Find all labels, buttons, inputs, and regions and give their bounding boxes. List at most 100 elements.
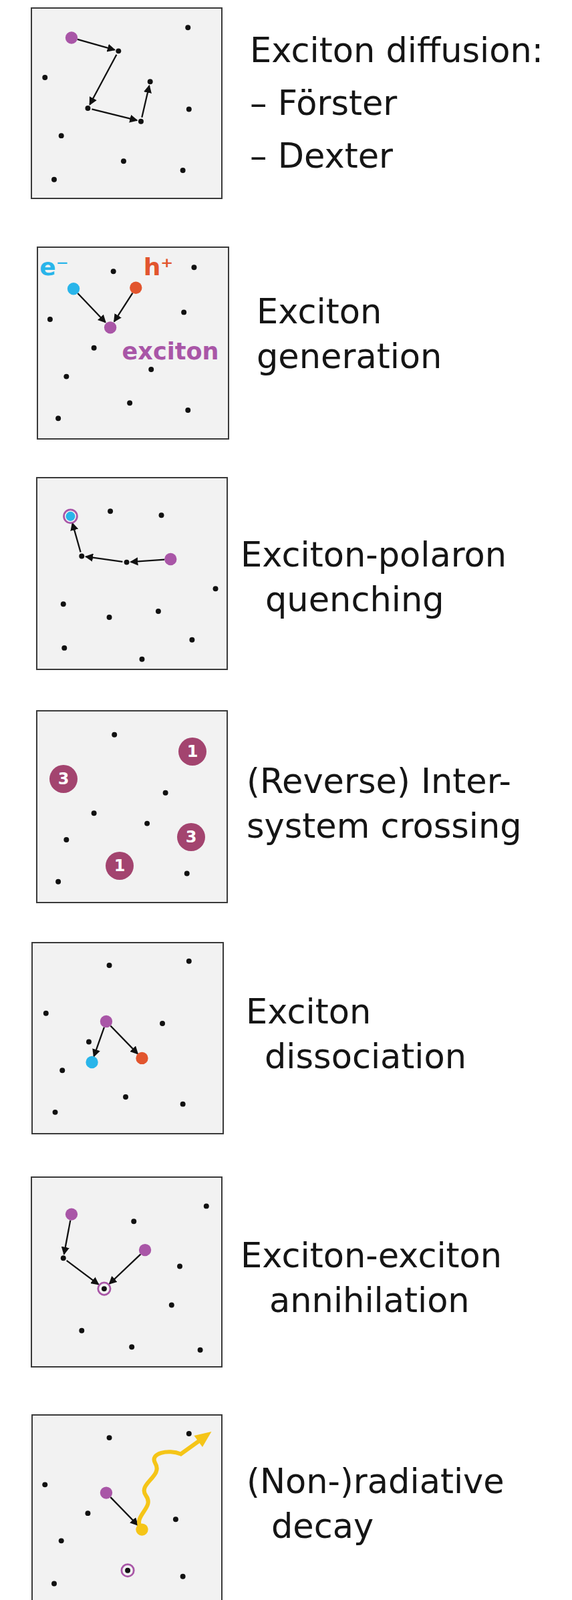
panel-label: – Förster xyxy=(249,80,397,126)
state-circle: 1 xyxy=(178,737,207,766)
site-dot xyxy=(169,1303,175,1309)
state-circle: 3 xyxy=(177,823,206,852)
panel-label: Exciton-exciton annihilation xyxy=(240,1233,502,1324)
electron-dot xyxy=(67,282,80,295)
site-dot xyxy=(63,374,69,380)
site-dot xyxy=(106,1435,113,1441)
photon-head xyxy=(193,1432,212,1448)
exciton-dot xyxy=(104,321,117,334)
site-dot xyxy=(51,1581,57,1588)
panel-label: Exciton diffusion: xyxy=(249,28,544,73)
annihilated-ring xyxy=(98,1282,111,1296)
site-dot xyxy=(107,508,113,514)
site-dot xyxy=(55,415,61,421)
exciton-dot xyxy=(100,1015,113,1028)
state-circle: 1 xyxy=(105,851,134,881)
panel-label: (Non-)radiative decay xyxy=(246,1459,505,1549)
polaron-dot xyxy=(65,511,75,522)
decayed-ring xyxy=(121,1564,134,1578)
photon-dot xyxy=(135,1523,148,1536)
site-dot xyxy=(186,1431,192,1437)
site-dot xyxy=(159,512,165,518)
process-panel: (Reverse) Inter- system crossing1331 xyxy=(36,710,228,904)
exciton-dot xyxy=(65,1208,78,1221)
hop-arrow xyxy=(77,39,115,51)
site-dot xyxy=(124,1568,131,1574)
site-dot xyxy=(91,810,97,816)
hop-arrow xyxy=(110,1497,138,1526)
hop-arrow xyxy=(114,293,133,323)
site-dot xyxy=(78,553,85,559)
site-dot xyxy=(186,958,192,965)
panel-ground xyxy=(36,477,228,671)
hop-arrow xyxy=(89,54,117,105)
site-dot xyxy=(126,400,133,406)
site-dot xyxy=(185,407,191,413)
process-panel: (Non-)radiative decay xyxy=(31,1414,223,1600)
panel-ground xyxy=(31,942,224,1135)
hole-dot xyxy=(135,1052,148,1065)
site-dot xyxy=(159,1021,166,1027)
exciton-dot xyxy=(65,31,78,44)
site-dot xyxy=(144,821,150,827)
exciton-dot xyxy=(100,1486,113,1499)
process-panel: Exciton dissociation xyxy=(31,942,224,1135)
hop-arrow xyxy=(109,1254,141,1284)
panel-ground xyxy=(30,7,223,200)
hop-arrow xyxy=(91,108,137,121)
multiplicity-number: 1 xyxy=(114,858,126,875)
site-dot xyxy=(84,105,91,111)
site-dot xyxy=(120,158,127,164)
panel-label: Exciton-polaron quenching xyxy=(240,532,507,623)
site-dot xyxy=(213,586,219,592)
site-dot xyxy=(155,608,162,615)
hop-arrow xyxy=(77,293,105,323)
site-dot xyxy=(180,167,186,174)
site-dot xyxy=(55,879,61,885)
multiplicity-number: 3 xyxy=(185,829,198,846)
multiplicity-number: 1 xyxy=(187,743,199,760)
site-dot xyxy=(173,1516,179,1523)
hop-arrow xyxy=(72,523,81,552)
site-dot xyxy=(185,24,191,31)
panel-label: – Dexter xyxy=(249,133,393,179)
site-dot xyxy=(147,78,154,85)
multiplicity-number: 3 xyxy=(58,771,70,788)
particles xyxy=(64,31,212,1577)
site-dot xyxy=(51,177,57,183)
hole-dot xyxy=(129,281,142,295)
hop-arrow xyxy=(64,1220,71,1255)
site-dot xyxy=(84,1510,91,1517)
site-dot xyxy=(42,1482,48,1488)
site-dot xyxy=(122,1094,129,1100)
site-dot xyxy=(180,1574,186,1580)
panel-ground xyxy=(31,1414,223,1600)
panel-ground xyxy=(36,710,228,904)
panel-label: Exciton dissociation xyxy=(245,989,467,1080)
photon-wave xyxy=(138,1441,200,1531)
drawing xyxy=(42,24,218,1587)
site-dot xyxy=(180,1101,186,1108)
site-dot xyxy=(191,264,197,270)
site-dot xyxy=(115,48,121,54)
site-dot xyxy=(78,1328,85,1334)
site-dot xyxy=(148,366,154,373)
process-panel: Exciton-polaron quenching xyxy=(36,477,228,671)
hop-arrow xyxy=(93,1027,104,1058)
hop-arrow xyxy=(110,1025,138,1054)
hop-arrow xyxy=(85,556,123,562)
site-dot xyxy=(58,132,65,139)
site-dot xyxy=(60,1255,67,1261)
site-dot xyxy=(124,559,130,566)
site-dot xyxy=(111,732,117,738)
exciton-dot xyxy=(164,553,177,566)
site-dot xyxy=(101,1286,107,1292)
panel-grounds xyxy=(30,7,230,1600)
site-dot xyxy=(139,656,146,663)
site-dot xyxy=(110,268,117,274)
panel-ground xyxy=(30,1176,223,1368)
site-dot xyxy=(60,601,67,607)
particle-label: h⁺ xyxy=(143,253,174,281)
exciton-dot xyxy=(138,1244,152,1257)
